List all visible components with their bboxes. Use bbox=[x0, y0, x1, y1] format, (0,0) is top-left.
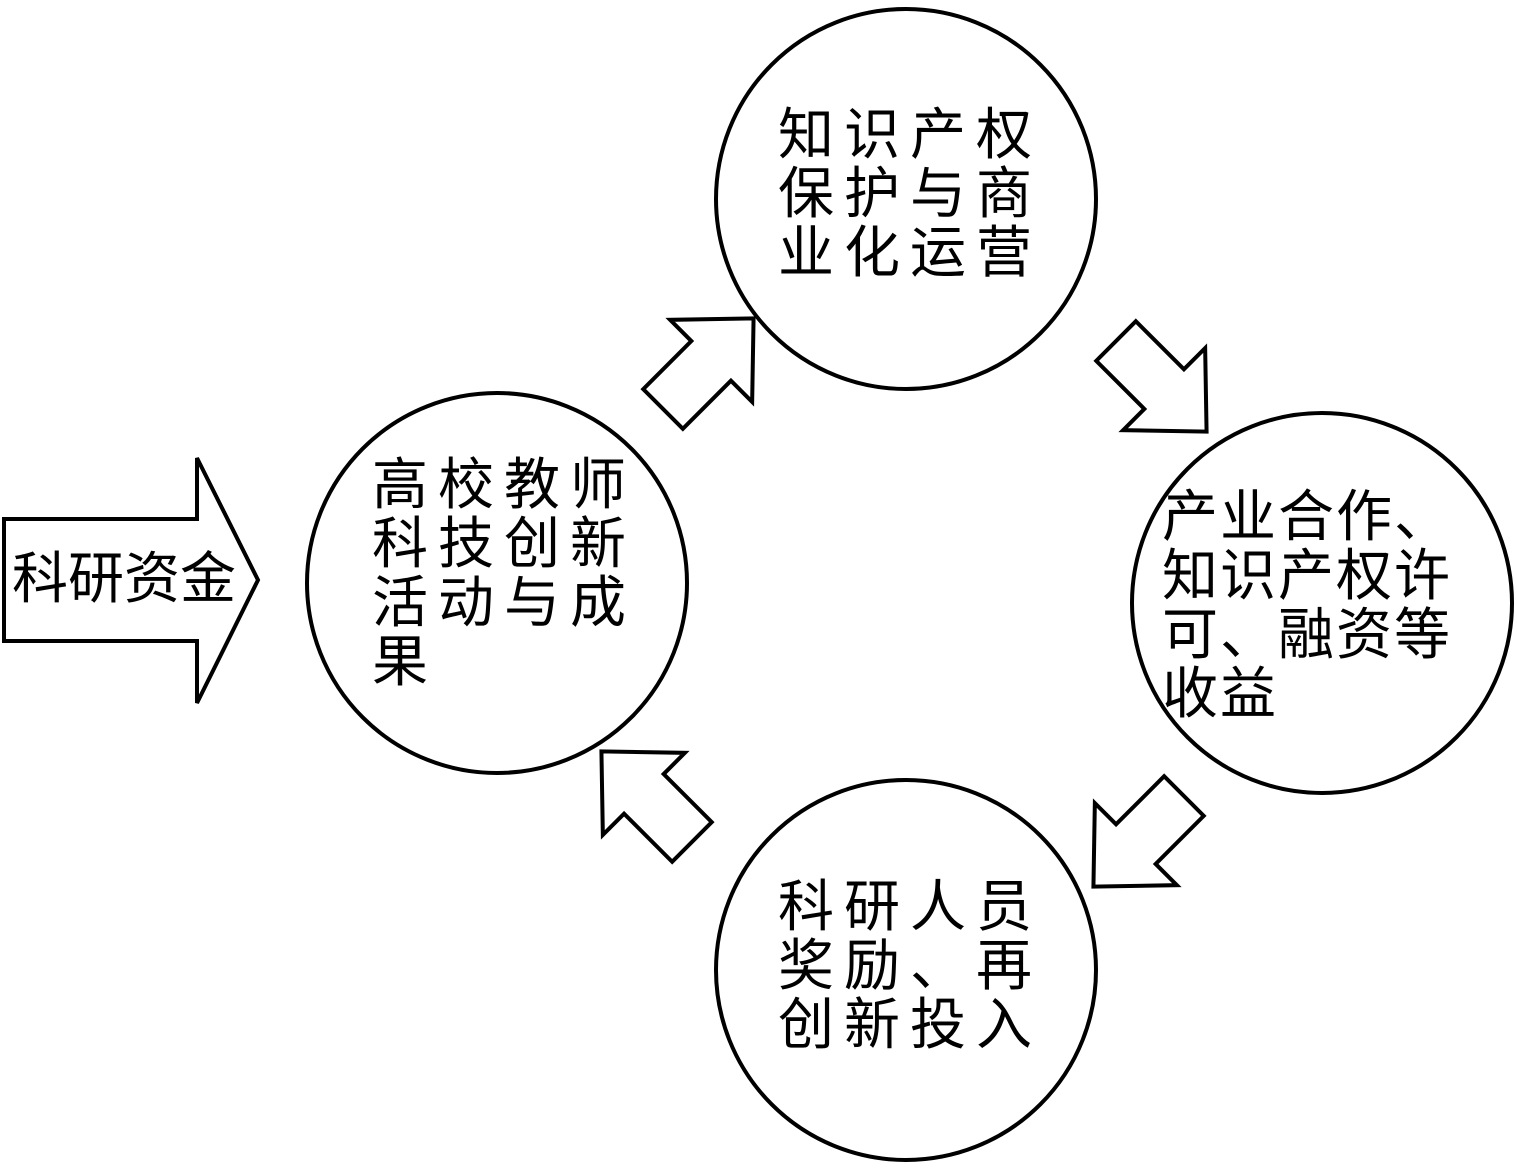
input-label-text: 科研资金 bbox=[12, 547, 236, 612]
node-research-circle bbox=[305, 391, 689, 775]
node-reward-label: 科研人员 奖励、再 创新投入 bbox=[778, 878, 1042, 1055]
node-research-line: 科技创新 bbox=[372, 512, 636, 577]
node-research-label: 高校教师 科技创新 活动与成 果 bbox=[372, 456, 636, 692]
node-revenue-label: 产业合作、 知识产权许 可、融资等 收益 bbox=[1162, 488, 1452, 724]
arrow-revenue-to-reward-block-icon bbox=[1091, 773, 1207, 889]
node-revenue-line: 可、融资等 bbox=[1162, 603, 1452, 668]
node-research-line: 果 bbox=[372, 630, 438, 695]
node-ip-label: 知识产权 保护与商 业化运营 bbox=[778, 106, 1042, 283]
input-arrow-icon bbox=[2, 457, 261, 704]
node-research-line: 高校教师 bbox=[372, 453, 636, 518]
node-research-line: 活动与成 bbox=[372, 571, 636, 636]
arrow-ip-to-revenue-block-icon bbox=[1093, 318, 1209, 434]
node-reward-circle bbox=[714, 778, 1098, 1162]
input-label: 科研资金 bbox=[12, 550, 236, 609]
node-reward-line: 奖励、再 bbox=[778, 934, 1042, 999]
node-reward-line: 科研人员 bbox=[778, 875, 1042, 940]
node-ip-line: 业化运营 bbox=[778, 221, 1042, 286]
node-ip-line: 知识产权 bbox=[778, 103, 1042, 168]
node-revenue-circle bbox=[1130, 411, 1514, 795]
node-revenue-line: 知识产权许 bbox=[1162, 544, 1452, 609]
node-reward-line: 创新投入 bbox=[778, 993, 1042, 1058]
node-ip-circle bbox=[714, 7, 1098, 391]
arrow-reward-to-research-block-icon bbox=[599, 749, 715, 865]
node-revenue-line: 收益 bbox=[1162, 662, 1278, 727]
node-revenue-line: 产业合作、 bbox=[1162, 485, 1452, 550]
arrow-research-to-ip-block-icon bbox=[640, 316, 756, 432]
node-ip-line: 保护与商 bbox=[778, 162, 1042, 227]
